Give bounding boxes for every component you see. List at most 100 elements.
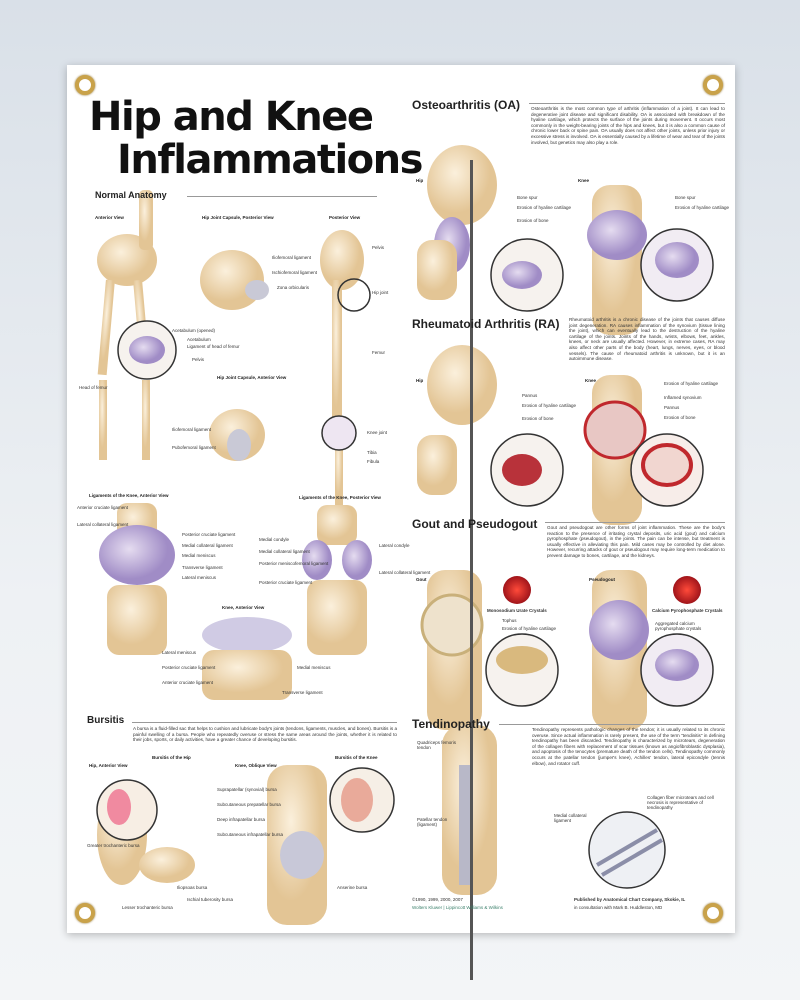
oa-label: Bone spur <box>517 195 538 200</box>
anterior-skeleton-illustration <box>97 190 177 460</box>
ra-knee-illustration <box>583 375 704 525</box>
view-label: Anterior View <box>95 215 124 220</box>
poster-title-line2: Inflammations <box>117 137 423 183</box>
ra-label: Erosion of bone <box>522 416 554 421</box>
poster-title-line1: Hip and Knee <box>89 94 374 140</box>
anatomy-label: Pubofemoral ligament <box>172 445 216 450</box>
tendinopathy-heading: Tendinopathy <box>412 717 490 731</box>
view-label: Gout <box>416 577 427 582</box>
anatomy-label: Iliofemoral ligament <box>172 427 212 432</box>
anatomy-label: Iliofemoral ligament <box>272 255 312 260</box>
anatomy-label: Medial condyle <box>259 537 290 542</box>
anatomy-label: Knee joint <box>367 430 388 435</box>
view-label: Hip <box>416 178 424 183</box>
anatomy-label: Medial meniscus <box>297 665 331 670</box>
anatomy-label: Acetabulum (opened) <box>172 328 216 333</box>
anatomy-label: Pelvis <box>372 245 385 250</box>
pseudogout-label: Aggregated calcium pyrophosphate crystal… <box>655 621 702 631</box>
publisher-logo: Wolters Kluwer | Lippincott Williams & W… <box>412 905 503 910</box>
gout-label: Monosodium Urate Crystals <box>487 608 547 613</box>
heading-rule <box>499 724 725 725</box>
gout-knee-illustration <box>420 570 559 730</box>
view-label: Bursitis of the Hip <box>152 755 191 760</box>
anatomy-label: Anterior cruciate ligament <box>162 680 214 685</box>
oa-label: Erosion of hyaline cartilage <box>517 205 572 210</box>
calcium-pyrophosphate-crystal-icon <box>673 576 701 604</box>
bursitis-hip-illustration <box>96 779 195 885</box>
ra-label: Erosion of hyaline cartilage <box>522 403 577 408</box>
oa-hip-illustration <box>417 145 564 312</box>
anatomy-label: Hip joint <box>372 290 389 295</box>
anatomy-label: Transverse ligament <box>182 565 223 570</box>
oa-label: Erosion of bone <box>517 218 549 223</box>
bursa-label: Deep infrapatellar bursa <box>217 817 266 822</box>
anatomy-label: Ligament of head of femur <box>187 344 240 349</box>
ra-label: Pannus <box>664 405 680 410</box>
anatomy-label: Medial collateral ligament <box>259 549 310 554</box>
poster: Hip and Knee Inflammations Normal Anatom… <box>67 65 735 980</box>
posterior-leg-illustration <box>320 230 371 505</box>
bursa-label: Anserine bursa <box>337 885 368 890</box>
anatomy-label: Ischiofemoral ligament <box>272 270 318 275</box>
view-label: Bursitis of the Knee <box>335 755 378 760</box>
anatomy-label: Anterior cruciate ligament <box>77 505 129 510</box>
pseudogout-knee-illustration <box>589 570 714 730</box>
rheumatoid-description: Rheumatoid arthritis is a chronic diseas… <box>569 317 725 362</box>
heading-rule <box>132 722 397 723</box>
osteoarthritis-heading: Osteoarthritis (OA) <box>412 98 521 112</box>
consultation-credit: in consultation with Mark B. Huddleston,… <box>574 905 663 910</box>
osteoarthritis-description: Osteoarthritis is the most common type o… <box>531 106 725 145</box>
anatomy-label: Femur <box>372 350 386 355</box>
tendon-label: Patellar tendon (ligament) <box>417 817 448 827</box>
bursa-label: Ischial tuberosity bursa <box>187 897 234 902</box>
copyright: ©1990, 1999, 2000, 2007 <box>412 897 463 902</box>
gout-description: Gout and pseudogout are other forms of j… <box>547 525 725 558</box>
pseudogout-label: Calcium Pyrophosphate Crystals <box>652 608 723 613</box>
oa-label: Bone spur <box>675 195 696 200</box>
anatomy-label: Medial collateral ligament <box>182 543 233 548</box>
anatomy-label: Lateral collateral ligament <box>379 570 431 575</box>
ra-label: Pannus <box>522 393 538 398</box>
rheumatoid-heading: Rheumatoid Arthritis (RA) <box>412 317 560 331</box>
ra-hip-illustration <box>417 345 564 507</box>
tendinopathy-description: Tendinopathy represents pathologic chang… <box>532 727 725 766</box>
view-label: Knee, Anterior View <box>222 605 265 610</box>
bursa-label: Greater trochanteric bursa <box>87 843 140 848</box>
anatomy-label: Acetabulum <box>187 337 211 342</box>
grommet-icon <box>75 75 95 95</box>
anatomy-label: Posterior cruciate ligament <box>182 532 236 537</box>
grommet-icon <box>75 903 95 923</box>
hip-capsule-anterior-illustration <box>209 409 265 461</box>
view-label: Knee <box>578 178 590 183</box>
view-label: Hip Joint Capsule, Posterior View <box>202 215 274 220</box>
tendinopathy-knee-illustration <box>442 725 666 895</box>
anatomy-label: Transverse ligament <box>282 690 323 695</box>
bursa-label: Subcutaneous prepatellar bursa <box>217 802 281 807</box>
ra-label: Erosion of bone <box>664 415 696 420</box>
view-label: Hip, Anterior View <box>89 763 128 768</box>
view-label: Pseudogout <box>589 577 615 582</box>
ra-label: Inflamed synovium <box>664 395 702 400</box>
bursitis-description: A bursa is a fluid-filled sac that helps… <box>133 726 397 743</box>
oa-knee-illustration <box>587 185 714 335</box>
tendon-label: Quadriceps femoris tendon <box>417 740 457 750</box>
view-label: Posterior View <box>329 215 361 220</box>
anatomy-label: Lateral collateral ligament <box>77 522 129 527</box>
anatomy-label: Medial meniscus <box>182 553 216 558</box>
anatomy-label: Zona orbicularis <box>277 285 310 290</box>
anatomy-label: Lateral condyle <box>379 543 410 548</box>
anatomy-label: Fibula <box>367 459 380 464</box>
bursa-label: Suprapatellar (synovial) bursa <box>217 787 277 792</box>
heading-rule <box>187 196 377 197</box>
view-label: Hip Joint Capsule, Anterior View <box>217 375 287 380</box>
gout-label: Tophus <box>502 618 517 623</box>
bursa-label: Iliopsoas bursa <box>177 885 208 890</box>
anatomy-label: Head of femur <box>79 385 108 390</box>
grommet-icon <box>703 903 723 923</box>
anatomy-illustrations <box>96 145 714 925</box>
gout-label: Erosion of hyaline cartilage <box>502 626 557 631</box>
bursitis-heading: Bursitis <box>87 715 125 726</box>
grommet-icon <box>703 75 723 95</box>
knee-ligaments-posterior-illustration <box>302 505 372 655</box>
view-label: Hip <box>416 378 424 383</box>
